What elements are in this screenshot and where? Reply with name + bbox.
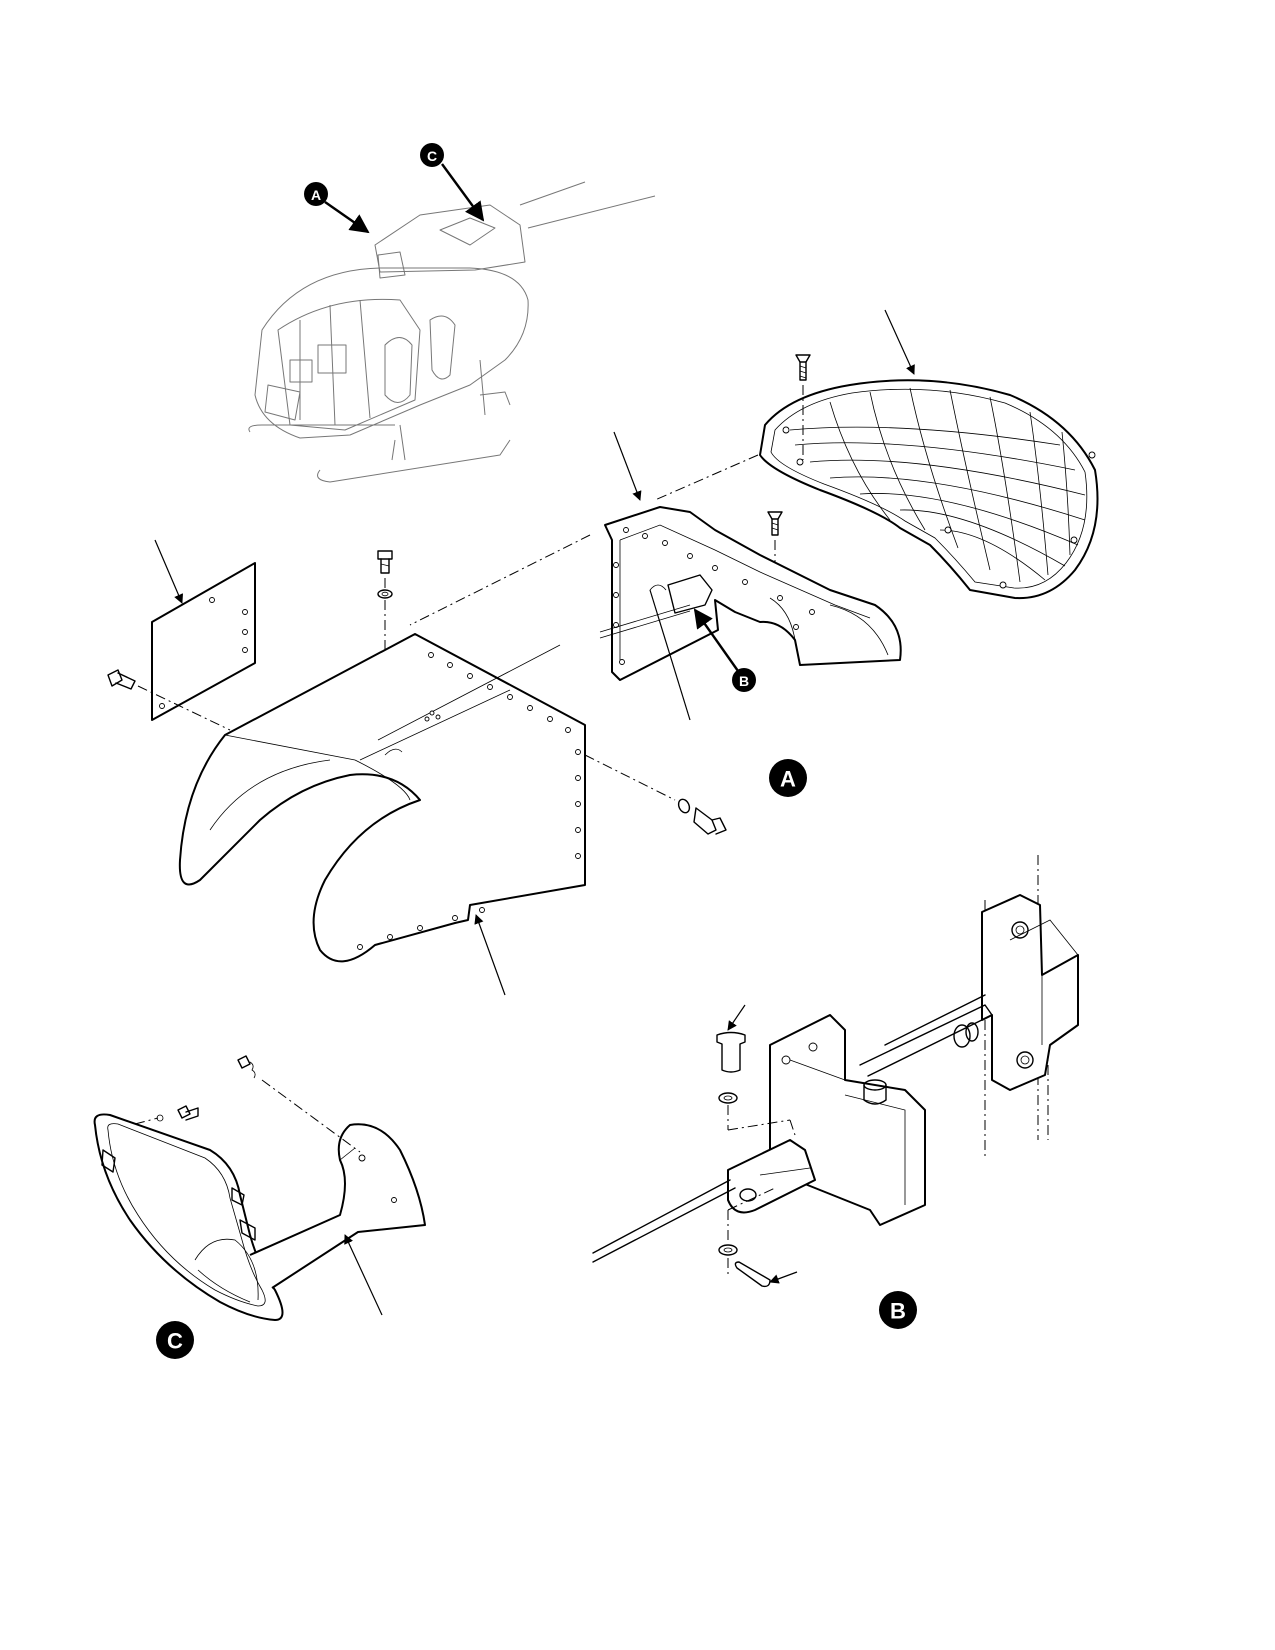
- air-scoop-detail-c: [93, 1055, 426, 1321]
- detail-b-letter: B: [890, 1299, 906, 1324]
- detail-b-pointer: B: [693, 608, 756, 692]
- bolt-left: [107, 669, 136, 690]
- detail-a-label: A: [769, 759, 807, 797]
- locator-callout-a: A: [304, 182, 370, 234]
- detail-c-letter: C: [167, 1329, 183, 1354]
- detail-a-letter: A: [780, 767, 796, 792]
- access-plate-part: [151, 562, 256, 721]
- mesh-screen-part: [759, 379, 1099, 600]
- bolt-top: [377, 550, 393, 599]
- detail-b-pointer-letter: B: [739, 673, 749, 689]
- frame-bracket-part: [599, 506, 902, 681]
- detail-b-label: B: [879, 1291, 917, 1329]
- latch-assembly-detail-b: [592, 855, 1079, 1288]
- bolt-right: [677, 798, 727, 835]
- scoop-screw: [156, 1105, 199, 1122]
- detail-c-label: C: [156, 1321, 194, 1359]
- screw-middle: [767, 511, 783, 536]
- scoop-upper-screw: [237, 1055, 256, 1079]
- cowling-panel-part: [178, 633, 586, 963]
- screw-upper: [795, 354, 811, 381]
- locator-callout-c: C: [420, 143, 485, 222]
- locator-callout-a-letter: A: [311, 187, 321, 203]
- helicopter-locator-view: [248, 181, 656, 483]
- locator-callout-c-letter: C: [427, 148, 437, 164]
